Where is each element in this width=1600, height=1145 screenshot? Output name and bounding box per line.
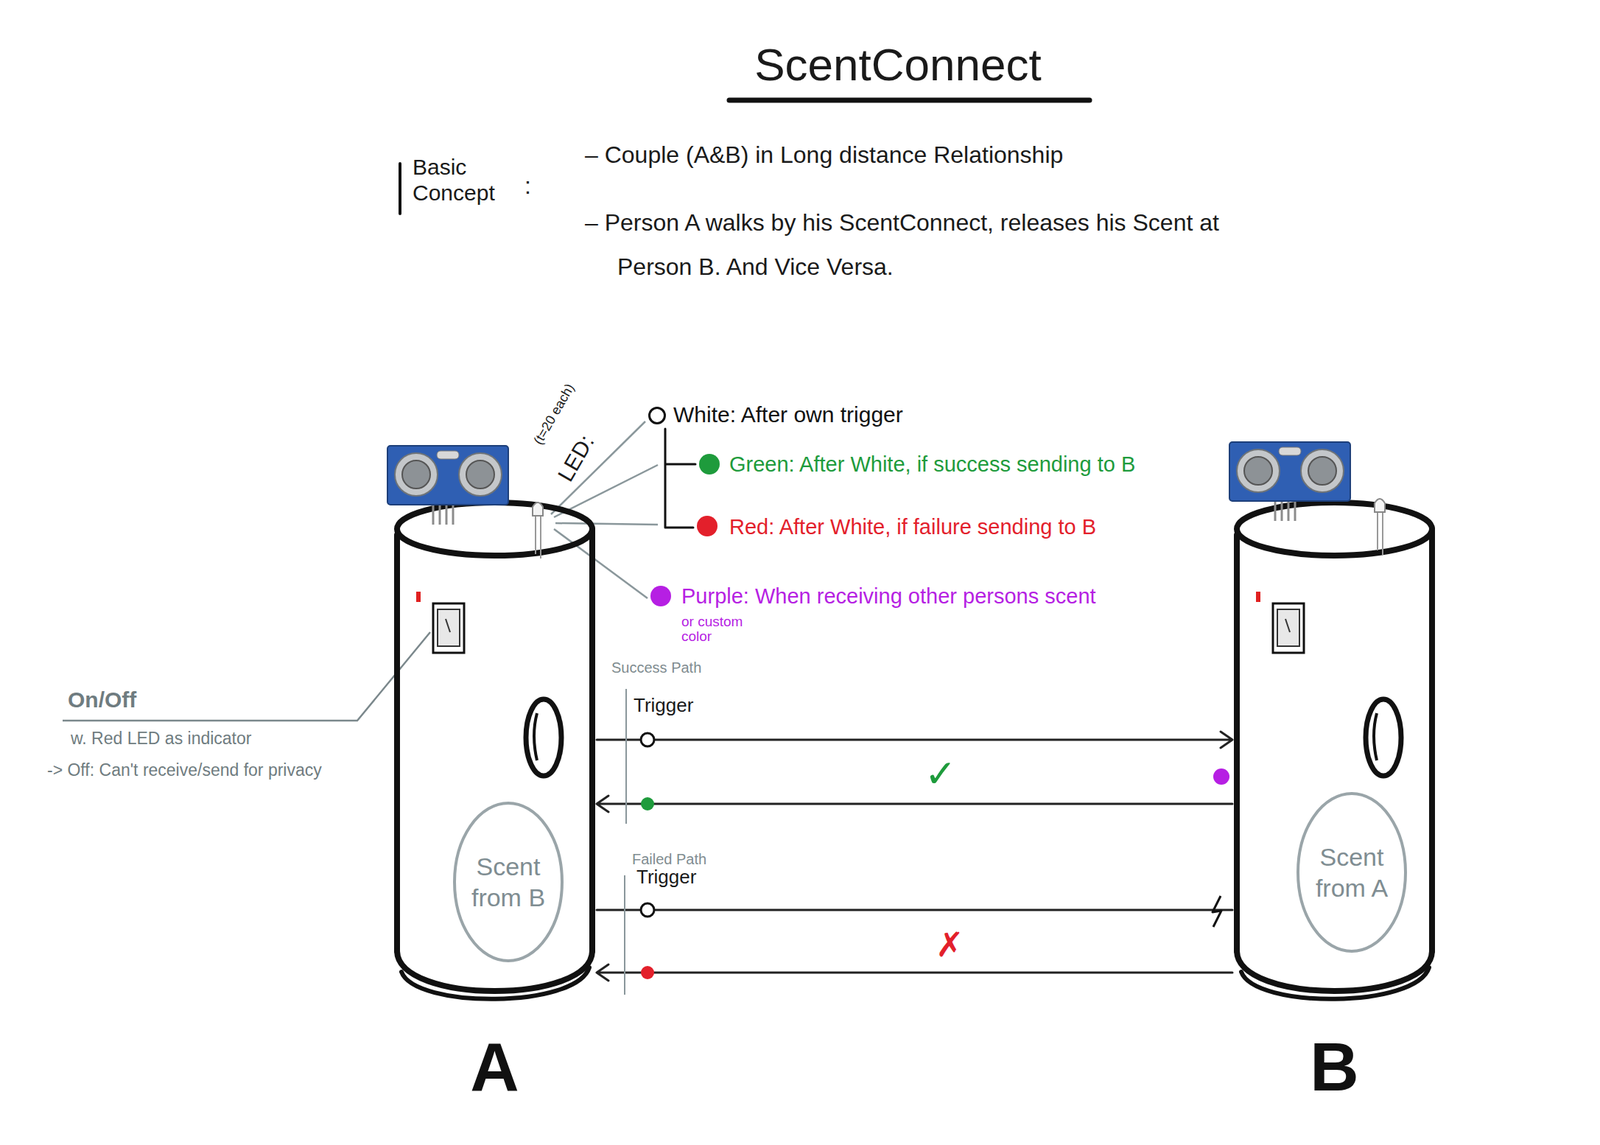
- note-text: Basic Concept: [412, 154, 531, 206]
- note-text: – Person A walks by his ScentConnect, re…: [584, 200, 1237, 289]
- white-marker: [640, 732, 655, 747]
- note-text: (t=20 each): [531, 381, 577, 447]
- edge-label: Trigger: [633, 695, 694, 715]
- capsule-text: Scent from A: [1310, 841, 1394, 904]
- note-text: On/Off: [67, 686, 137, 714]
- device-label: A: [392, 1032, 597, 1101]
- indicator-led: [1255, 591, 1261, 602]
- cylinder-side: [1236, 528, 1433, 952]
- note-text: Failed Path: [632, 851, 707, 867]
- scent-device: BScent from A: [1232, 499, 1437, 1010]
- power-switch: [433, 603, 465, 653]
- knob-edge: [534, 713, 538, 761]
- title-underline: [729, 97, 1090, 104]
- capsule-outline: [1295, 791, 1408, 954]
- power-switch-rocker: [1277, 609, 1300, 647]
- cylinder-outline: [1232, 499, 1437, 1018]
- capsule-ring: [1297, 793, 1406, 952]
- diagram-title: ScentConnect: [754, 41, 1041, 88]
- indicator-led: [416, 591, 421, 602]
- cylinder-rim: [397, 502, 593, 556]
- legend-tree: [665, 428, 696, 528]
- purple-marker: [1213, 768, 1230, 785]
- knob-edge: [1373, 713, 1377, 761]
- power-switch: [1272, 603, 1304, 653]
- path-bracket: [625, 688, 627, 824]
- device-label: B: [1232, 1032, 1437, 1101]
- concept-bar: [398, 163, 402, 214]
- green-marker: [640, 797, 655, 811]
- white-marker: [640, 903, 655, 917]
- legend-swatch: [696, 515, 718, 537]
- failure-bolt: [1212, 895, 1222, 927]
- red-marker: [640, 965, 655, 980]
- legend-text: White: After own trigger: [673, 400, 1116, 430]
- edge-label: Trigger: [636, 867, 697, 887]
- cylinder-base: [1241, 967, 1430, 999]
- connector-arrow: [596, 731, 1233, 748]
- legend-text: Green: After White, if success sending t…: [729, 448, 1173, 480]
- power-switch-rocker: [437, 609, 460, 647]
- cylinder-outline: [392, 499, 597, 1018]
- scent-device: AScent from B: [392, 499, 597, 1010]
- legend-text: Purple: When receiving other persons sce…: [681, 581, 1198, 610]
- connector-arrow: [596, 795, 1233, 812]
- scent-capsule: Scent from A: [1295, 791, 1408, 954]
- cylinder-base: [401, 967, 590, 999]
- scent-capsule: Scent from B: [452, 800, 565, 963]
- knob: [525, 699, 562, 776]
- path-bracket: [623, 875, 626, 995]
- note-text: w. Red LED as indicator: [70, 727, 252, 750]
- power-switch-mark: [1285, 618, 1290, 633]
- leader-line: [551, 421, 646, 515]
- edge-label: ✗: [935, 927, 965, 962]
- connector-arrow: [596, 964, 1233, 981]
- switch-leader: [62, 632, 431, 721]
- note-text: – Couple (A&B) in Long distance Relation…: [584, 138, 1248, 171]
- leader-line: [555, 523, 658, 525]
- connector-arrow: [596, 909, 1233, 912]
- leader-line: [553, 528, 648, 599]
- edge-label: ✓: [924, 754, 957, 793]
- note-text: Success Path: [611, 660, 702, 675]
- cylinder-base: [1236, 951, 1433, 991]
- legend-text: Red: After White, if failure sending to …: [729, 511, 1144, 543]
- sensor-and-led: [1229, 441, 1385, 555]
- note-text: :: [524, 173, 532, 198]
- legend-swatch: [699, 453, 720, 475]
- legend-swatch: [648, 406, 666, 425]
- capsule-text: Scent from B: [467, 850, 550, 914]
- knob: [1365, 699, 1402, 776]
- power-switch-mark: [445, 618, 451, 633]
- capsule-ring: [454, 802, 563, 961]
- note-text: or custom color: [681, 614, 763, 644]
- cylinder-rim: [1236, 502, 1433, 556]
- legend-swatch: [650, 585, 672, 607]
- capsule-outline: [452, 800, 565, 963]
- note-text: LED:: [553, 431, 598, 486]
- note-text: -> Off: Can't receive/send for privacy: [47, 757, 342, 784]
